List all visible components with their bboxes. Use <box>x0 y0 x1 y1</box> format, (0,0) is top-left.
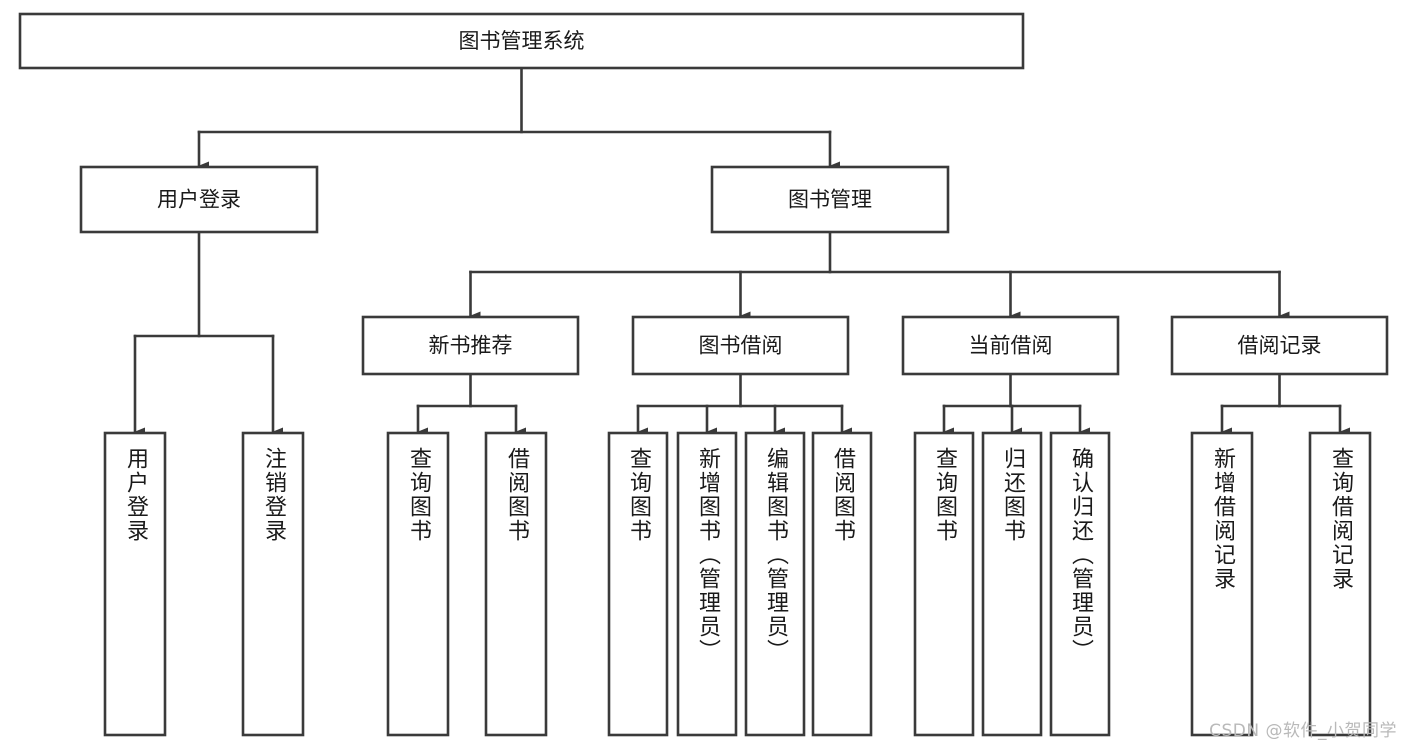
node-box-root[interactable] <box>18 12 1025 70</box>
node-label-level3-3: 借阅记录 <box>1238 334 1322 358</box>
node-box-leaf-8[interactable] <box>913 431 975 737</box>
node-box-leaf-11[interactable] <box>1190 431 1254 737</box>
node-box-leaf-7[interactable] <box>811 431 873 737</box>
node-box-level3-1[interactable] <box>631 315 850 376</box>
node-box-leaf-12[interactable] <box>1308 431 1372 737</box>
box-layer <box>18 12 1389 737</box>
node-box-leaf-4[interactable] <box>607 431 669 737</box>
node-label-level2-0: 用户登录 <box>157 188 241 212</box>
node-box-leaf-3[interactable] <box>484 431 548 737</box>
node-label-level3-0: 新书推荐 <box>429 334 513 358</box>
node-label-level3-1: 图书借阅 <box>699 334 783 358</box>
node-label-level3-2: 当前借阅 <box>969 334 1053 358</box>
node-box-leaf-1[interactable] <box>241 431 305 737</box>
node-box-leaf-10[interactable] <box>1049 431 1111 737</box>
node-box-leaf-2[interactable] <box>386 431 450 737</box>
watermark-text: CSDN @软件_小贺同学 <box>1209 721 1397 741</box>
node-box-leaf-5[interactable] <box>676 431 738 737</box>
node-label-level2-1: 图书管理 <box>788 188 872 212</box>
node-box-level3-0[interactable] <box>361 315 580 376</box>
connector-layer <box>133 66 1350 437</box>
node-box-level3-3[interactable] <box>1170 315 1389 376</box>
node-box-leaf-6[interactable] <box>744 431 806 737</box>
node-box-level3-2[interactable] <box>901 315 1120 376</box>
node-box-leaf-9[interactable] <box>981 431 1043 737</box>
node-label-root: 图书管理系统 <box>459 29 585 53</box>
node-box-level2-1[interactable] <box>710 165 950 234</box>
node-box-level2-0[interactable] <box>79 165 319 234</box>
node-box-leaf-0[interactable] <box>103 431 167 737</box>
